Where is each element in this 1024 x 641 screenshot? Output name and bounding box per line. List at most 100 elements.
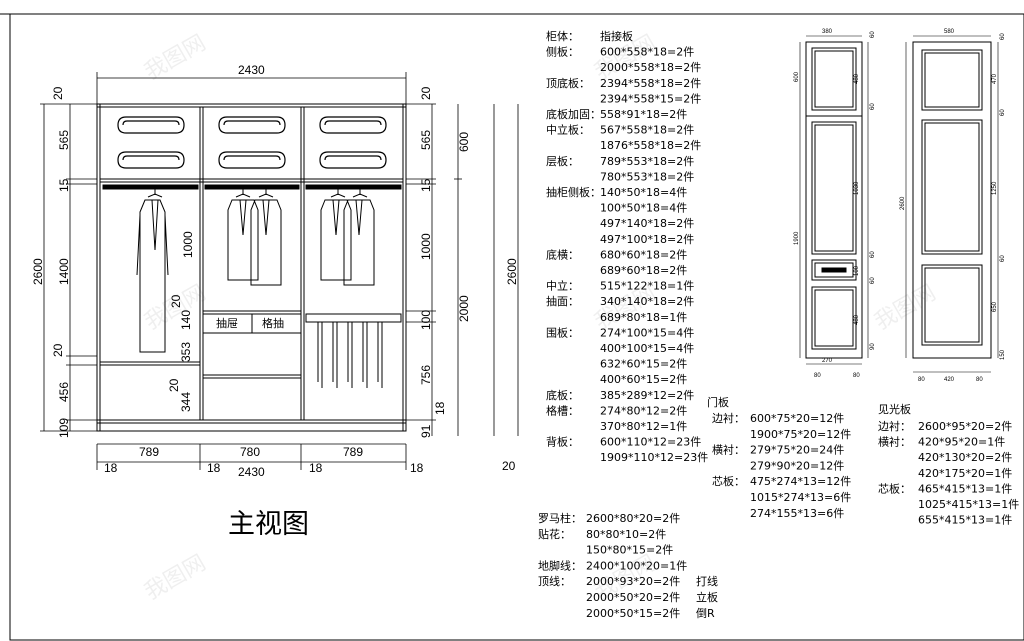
dim-door-left: 1900: [794, 231, 800, 245]
dim-door-right: 60: [870, 103, 876, 110]
cut-list-value: 340*140*18=2件: [600, 295, 694, 308]
cut-list-value: 2394*558*18=2件: [600, 77, 701, 90]
dim-door-right: 150: [1000, 349, 1006, 360]
dim-left: 1400: [57, 258, 71, 285]
cut-list-value: 2600*95*20=2件: [918, 420, 1012, 433]
cut-list-value: 1909*110*12=23件: [600, 451, 708, 464]
cut-list-value: 689*60*18=2件: [600, 264, 687, 277]
cut-list-label: 底板：: [546, 388, 579, 402]
cut-list-value: 279*90*20=12件: [750, 459, 844, 472]
watermark: 我图网: [141, 31, 211, 86]
dim-door-right: 60: [1000, 255, 1006, 262]
front-view: [96, 103, 407, 432]
dim-door-right: 1250: [992, 181, 998, 195]
dim-right-b: 2000: [457, 295, 471, 322]
cut-list-value: 80*80*10=2件: [586, 528, 666, 541]
dim-door-bottom-side: 80: [976, 377, 983, 383]
cut-list-label: 边衬：: [712, 412, 745, 425]
cut-list-value: 140*50*18=4件: [600, 186, 687, 199]
dim-bay2: 20: [169, 294, 183, 308]
cut-list-value: 2600*80*20=2件: [586, 512, 680, 525]
dim-right: 1000: [419, 233, 433, 260]
extras-cut-list: 罗马柱：2600*80*20=2件贴花：80*80*10=2件150*80*15…: [538, 511, 718, 620]
cut-list-label: 芯板：: [712, 474, 745, 488]
door-elevation-left: [805, 41, 863, 359]
cut-list-note: 倒R: [696, 607, 715, 620]
cut-list-value: 指接板: [600, 29, 633, 43]
cut-list-value: 2394*558*15=2件: [600, 92, 701, 105]
dim-door-right: 60: [870, 31, 876, 38]
dim-door-right: 100: [854, 265, 860, 276]
dim-door-right: 480: [854, 73, 860, 84]
cut-list-value: 567*558*18=2件: [600, 124, 694, 137]
cut-list-label: 中立板：: [546, 123, 590, 137]
dim-door-bottom-side: 80: [853, 373, 860, 379]
door-right-dimensions: [905, 35, 999, 373]
dim-bay-width: 780: [240, 445, 260, 459]
side-panel-heading: 见光板: [878, 402, 911, 416]
dim-left-total: 2600: [31, 258, 45, 285]
dim-bay2: 140: [179, 310, 193, 330]
cut-list-label: 格槽：: [546, 403, 579, 417]
dim-door-left: 600: [794, 71, 800, 82]
cut-list-value: 150*80*15=2件: [586, 544, 673, 557]
door-cut-list: 门板 边衬：600*75*20=12件1900*75*20=12件横衬：279*…: [707, 395, 851, 520]
dim-side-thickness: 18: [309, 461, 323, 475]
cut-list-label: 顶底板：: [546, 76, 590, 90]
dim-left: 565: [57, 130, 71, 150]
cut-list-value: 370*80*12=1件: [600, 420, 687, 433]
dim-right-b: 600: [457, 132, 471, 152]
cut-list-note: 立板: [696, 590, 718, 604]
cut-list-value: 497*140*18=2件: [600, 217, 694, 230]
cut-list-label: 地脚线：: [538, 558, 582, 572]
cut-list-label: 柜体：: [546, 29, 579, 43]
cut-list-value: 558*91*18=2件: [600, 108, 687, 121]
long-coat-icon: [136, 189, 169, 353]
dim-door-right: 1030: [854, 181, 860, 195]
dim-left: 456: [57, 382, 71, 402]
drawer-label: 格抽: [262, 316, 284, 330]
cut-list-label: 边衬：: [878, 420, 911, 433]
cut-list-label: 背板：: [546, 435, 579, 449]
dim-door-left: 2600: [900, 196, 906, 210]
cut-list-label: 侧板：: [546, 45, 579, 59]
cut-list-label: 底板加固：: [546, 107, 601, 121]
dim-right: 565: [419, 130, 433, 150]
jacket-icon: [250, 189, 282, 286]
dim-door-right: 90: [870, 343, 876, 350]
dim-door-bottom-side: 80: [918, 377, 925, 383]
cut-list-value: 600*558*18=2件: [600, 46, 694, 59]
cut-list-label: 抽面：: [546, 294, 579, 308]
dim-right: 756: [419, 365, 433, 385]
dim-door-right: 60: [870, 277, 876, 284]
hanging-garments: [136, 189, 383, 388]
cut-list-value: 2000*558*18=2件: [600, 61, 701, 74]
dim-left: 20: [51, 86, 65, 100]
dim-door-right: 650: [992, 301, 998, 312]
cut-list-value: 420*175*20=1件: [918, 467, 1012, 480]
cut-list-value: 789*553*18=2件: [600, 155, 694, 168]
cut-list-value: 420*130*20=2件: [918, 451, 1012, 464]
cut-list-value: 1025*415*13=1件: [918, 498, 1019, 511]
cut-list-value: 274*155*13=6件: [750, 507, 844, 520]
door-list-heading: 门板: [707, 395, 729, 409]
cabinet-outline: [96, 103, 407, 432]
cut-list-label: 抽柜侧板：: [546, 185, 601, 199]
cut-list-value: 780*553*18=2件: [600, 170, 694, 183]
trousers-icon: [317, 322, 383, 388]
cut-list-label: 横衬：: [878, 435, 911, 449]
front-dimensions: [40, 72, 519, 470]
dim-bay2: 1000: [181, 231, 195, 258]
hanging-rod: [305, 184, 402, 190]
cut-list-value: 400*100*15=4件: [600, 342, 694, 355]
dim-right: 18: [433, 401, 447, 415]
dim-bay2: 20: [167, 378, 181, 392]
cut-list-value: 2400*100*20=1件: [586, 559, 687, 572]
dim-right-total: 2600: [505, 258, 519, 285]
dim-side-thickness: 18: [410, 461, 424, 475]
dim-door-right: 60: [1000, 33, 1006, 40]
dim-right: 20: [419, 86, 433, 100]
